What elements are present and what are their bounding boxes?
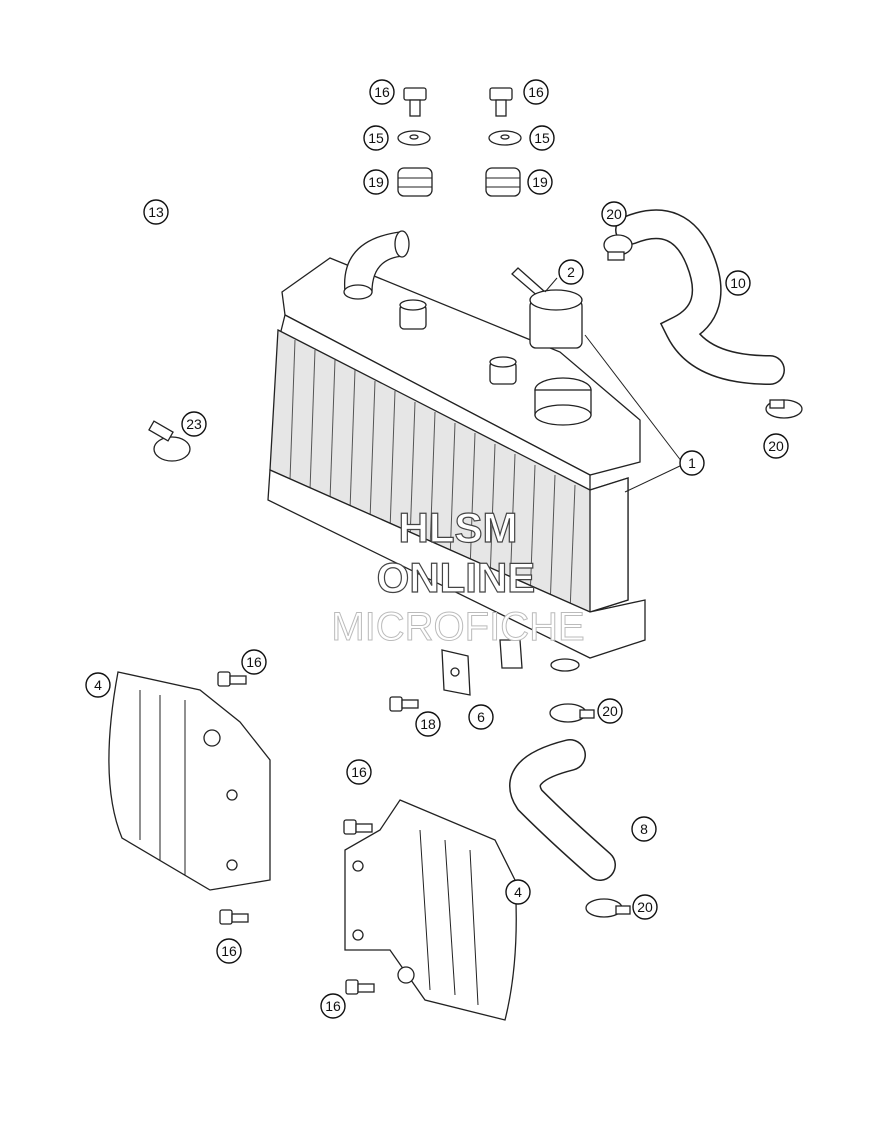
svg-text:23: 23	[186, 416, 202, 432]
svg-text:16: 16	[374, 84, 390, 100]
radiator	[267, 230, 646, 672]
hose-10-inner	[616, 210, 784, 384]
bracket	[441, 649, 471, 696]
callout-1: 1	[679, 450, 705, 476]
watermark-line2: ONLINE	[377, 554, 536, 601]
svg-text:18: 18	[420, 716, 436, 732]
watermark-line1: HLSM	[399, 504, 518, 551]
bolt-16-mid	[343, 819, 373, 835]
svg-text:8: 8	[640, 821, 648, 837]
bolt-16-bottom	[345, 979, 375, 995]
callout-6: 6	[468, 704, 494, 730]
svg-text:16: 16	[221, 943, 237, 959]
cable-tie	[148, 420, 191, 462]
callout-15-right: 15	[529, 125, 555, 151]
svg-text:20: 20	[602, 703, 618, 719]
hose-clamp-mid-right	[765, 399, 803, 419]
bolt-18	[389, 696, 419, 712]
callout-16-left-bottom: 16	[216, 938, 242, 964]
bolt-top-left	[403, 87, 427, 117]
svg-text:10: 10	[730, 275, 746, 291]
radiator-louver-right	[344, 799, 517, 1021]
washer-left	[397, 130, 431, 146]
callout-16-top-right: 16	[523, 79, 549, 105]
svg-text:15: 15	[534, 130, 550, 146]
grommet-left	[397, 167, 433, 197]
svg-text:1: 1	[688, 455, 696, 471]
svg-text:2: 2	[567, 264, 575, 280]
svg-text:4: 4	[94, 677, 102, 693]
callout-20-lower: 20	[597, 698, 623, 724]
callout-16-top-left: 16	[369, 79, 395, 105]
bolt-top-right	[489, 87, 513, 117]
svg-text:13: 13	[148, 204, 164, 220]
svg-text:20: 20	[768, 438, 784, 454]
svg-text:16: 16	[351, 764, 367, 780]
watermark: HLSM ONLINE MICROFICHE	[331, 503, 585, 649]
callout-20-top: 20	[601, 201, 627, 227]
callout-19-right: 19	[527, 169, 553, 195]
svg-text:19: 19	[532, 174, 548, 190]
hose-8-inner	[510, 740, 615, 880]
svg-text:20: 20	[606, 206, 622, 222]
hose-13-inner	[156, 154, 251, 346]
svg-text:4: 4	[514, 884, 522, 900]
svg-text:6: 6	[477, 709, 485, 725]
callout-10: 10	[725, 270, 751, 296]
callout-20-bottom: 20	[632, 894, 658, 920]
callout-16-left-cover: 16	[241, 649, 267, 675]
grommet-right	[485, 167, 521, 197]
callout-16-mid: 16	[346, 759, 372, 785]
svg-text:15: 15	[368, 130, 384, 146]
callout-2: 2	[558, 259, 584, 285]
callout-16-bottom: 16	[320, 993, 346, 1019]
callout-20-mid-right: 20	[763, 433, 789, 459]
callout-15-left: 15	[363, 125, 389, 151]
callouts: 16 16 15 15 19 19 13 20 10 2 23 20 1 16 …	[85, 79, 789, 1019]
bolt-16-left-cover	[217, 671, 247, 687]
radiator-cap	[511, 267, 583, 349]
callout-4-right: 4	[505, 879, 531, 905]
callout-23: 23	[181, 411, 207, 437]
hose-clamp-top	[603, 234, 633, 261]
svg-text:19: 19	[368, 174, 384, 190]
svg-text:16: 16	[528, 84, 544, 100]
svg-text:20: 20	[637, 899, 653, 915]
watermark-line3: MICROFICHE	[331, 605, 584, 649]
hose-clamp-lower	[549, 703, 595, 723]
bolt-16-left-bottom	[219, 909, 249, 925]
callout-18: 18	[415, 711, 441, 737]
svg-text:16: 16	[325, 998, 341, 1014]
callout-13: 13	[143, 199, 169, 225]
svg-text:16: 16	[246, 654, 262, 670]
hose-clamp-bottom	[585, 898, 631, 918]
washer-right	[488, 130, 522, 146]
callout-19-left: 19	[363, 169, 389, 195]
radiator-louver-left	[108, 671, 271, 891]
callout-4-left: 4	[85, 672, 111, 698]
callout-8: 8	[631, 816, 657, 842]
leader-lines	[544, 277, 683, 493]
